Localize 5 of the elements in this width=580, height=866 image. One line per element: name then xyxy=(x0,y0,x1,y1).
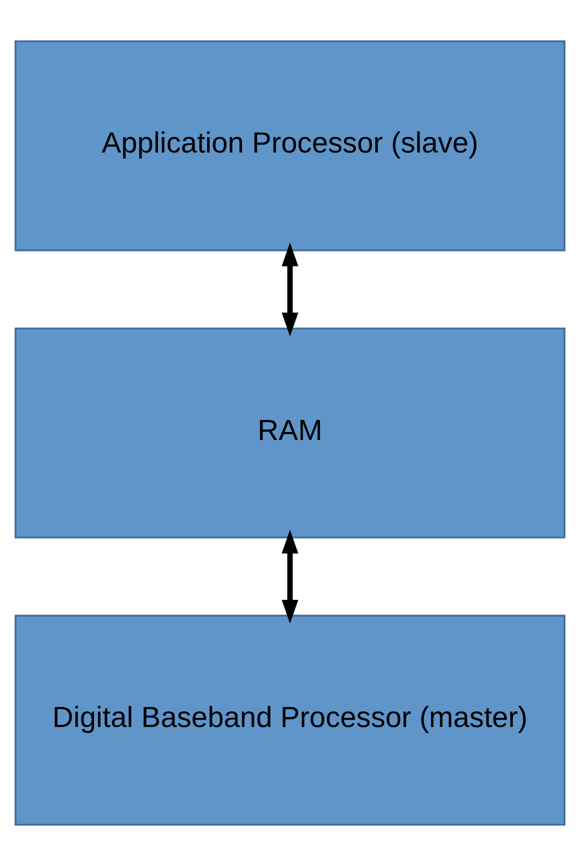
node-box: RAM xyxy=(14,328,566,538)
arrow xyxy=(282,242,298,336)
node-box: Application Processor (slave) xyxy=(14,40,566,252)
arrow xyxy=(282,530,298,624)
node-box: Digital Baseband Processor (master) xyxy=(14,614,566,826)
